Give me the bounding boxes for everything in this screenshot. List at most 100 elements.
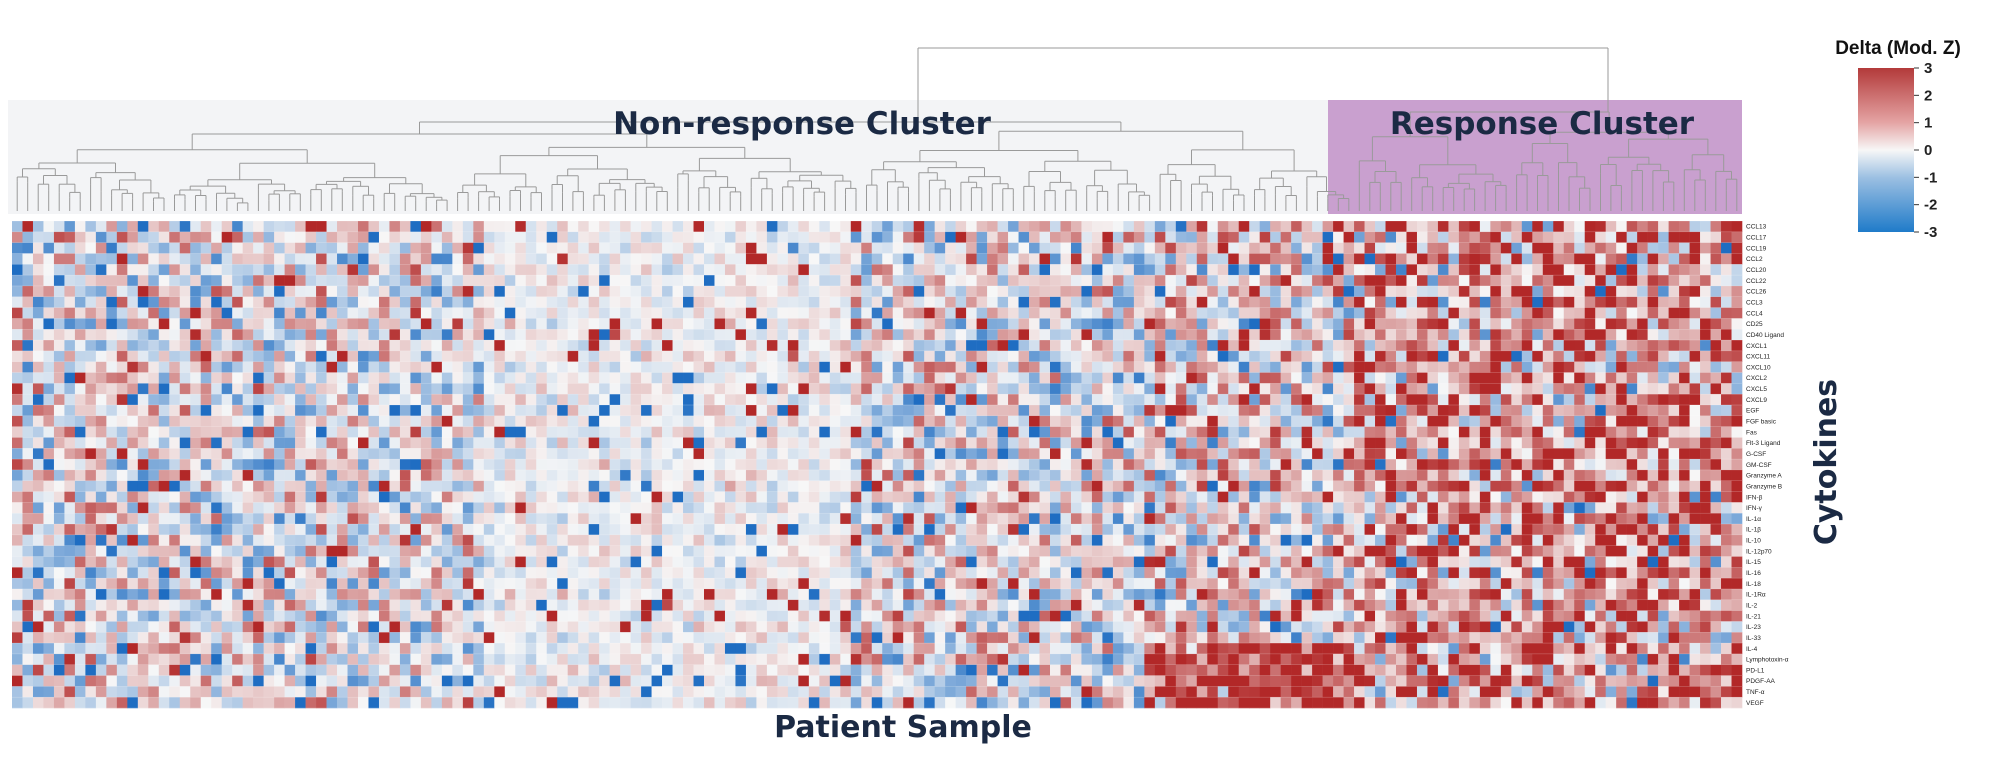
heatmap-cell xyxy=(609,253,621,265)
heatmap-cell xyxy=(43,253,55,265)
heatmap-cell xyxy=(43,350,55,362)
heatmap-cell xyxy=(32,404,44,417)
heatmap-cell xyxy=(85,285,97,298)
heatmap-cell xyxy=(74,221,86,233)
heatmap-cell xyxy=(1416,415,1428,427)
heatmap-cell xyxy=(1563,264,1575,276)
heatmap-cell xyxy=(200,404,212,417)
heatmap-cell xyxy=(452,480,464,492)
heatmap-cell xyxy=(756,285,768,298)
heatmap-cell xyxy=(211,426,222,438)
heatmap-cell xyxy=(1165,361,1177,373)
heatmap-cell xyxy=(1448,340,1460,352)
heatmap-cell xyxy=(1301,491,1313,503)
heatmap-cell xyxy=(766,285,778,298)
heatmap-cell xyxy=(630,285,642,298)
heatmap-cell xyxy=(337,491,348,503)
heatmap-cell xyxy=(578,350,589,362)
heatmap-cell xyxy=(85,415,97,427)
heatmap-cell xyxy=(1584,329,1596,341)
heatmap-cell xyxy=(95,459,107,471)
heatmap-cell xyxy=(1112,318,1124,330)
heatmap-cell xyxy=(1301,318,1313,330)
heatmap-cell xyxy=(808,383,820,395)
heatmap-cell xyxy=(913,448,925,460)
heatmap-cell xyxy=(1091,426,1103,438)
heatmap-cell xyxy=(316,415,327,427)
heatmap-cell xyxy=(1458,437,1470,449)
heatmap-cell xyxy=(1217,318,1229,330)
heatmap-cell xyxy=(903,221,914,233)
heatmap-cell xyxy=(1144,394,1156,406)
heatmap-cell xyxy=(1553,231,1565,243)
heatmap-cell xyxy=(1008,361,1019,373)
heatmap-cell xyxy=(1259,394,1271,406)
heatmap-cell xyxy=(1563,404,1575,417)
heatmap-cell xyxy=(116,340,128,352)
heatmap-cell xyxy=(316,221,327,233)
heatmap-cell xyxy=(662,318,673,330)
heatmap-cell xyxy=(641,404,652,417)
heatmap-cell xyxy=(1406,231,1418,243)
heatmap-cell xyxy=(955,361,967,373)
heatmap-cell xyxy=(997,264,1009,276)
heatmap-cell xyxy=(483,329,495,341)
heatmap-cell xyxy=(1322,350,1334,362)
heatmap-cell xyxy=(1574,318,1586,330)
heatmap-cell xyxy=(567,372,579,384)
heatmap-cell xyxy=(1165,480,1177,492)
heatmap-cell xyxy=(903,404,914,417)
heatmap-cell xyxy=(1406,426,1418,438)
heatmap-cell xyxy=(1458,350,1470,362)
heatmap-cell xyxy=(1165,383,1177,395)
heatmap-cell xyxy=(1249,383,1260,395)
heatmap-cell xyxy=(242,253,254,265)
heatmap-cell xyxy=(1081,285,1093,298)
heatmap-cell xyxy=(1469,350,1481,362)
heatmap-cell xyxy=(420,264,432,276)
heatmap-cell xyxy=(798,275,810,287)
heatmap-cell xyxy=(211,361,222,373)
heatmap-cell xyxy=(798,242,810,254)
heatmap-cell xyxy=(1375,372,1386,384)
heatmap-cell xyxy=(232,426,243,438)
heatmap-cell xyxy=(200,221,212,233)
heatmap-cell xyxy=(389,404,401,417)
heatmap-cell xyxy=(242,318,254,330)
heatmap-cell xyxy=(1679,426,1690,438)
heatmap-cell xyxy=(1553,404,1565,417)
heatmap-cell xyxy=(1364,372,1376,384)
heatmap-cell xyxy=(913,242,925,254)
heatmap-cell xyxy=(1710,394,1722,406)
heatmap-cell xyxy=(1301,394,1313,406)
heatmap-cell xyxy=(1679,491,1690,503)
heatmap-cell xyxy=(85,242,97,254)
heatmap-cell xyxy=(169,329,181,341)
heatmap-cell xyxy=(1479,221,1491,233)
heatmap-cell xyxy=(410,372,422,384)
heatmap-cell xyxy=(95,437,107,449)
heatmap-cell xyxy=(1647,372,1659,384)
heatmap-cell xyxy=(1553,275,1565,287)
heatmap-cell xyxy=(1458,480,1470,492)
heatmap-cell xyxy=(64,469,76,482)
heatmap-cell xyxy=(1469,285,1481,298)
heatmap-cell xyxy=(955,329,967,341)
heatmap-cell xyxy=(1196,318,1208,330)
heatmap-cell xyxy=(1637,350,1648,362)
heatmap-cell xyxy=(1228,415,1240,427)
heatmap-cell xyxy=(766,329,778,341)
heatmap-cell xyxy=(1500,480,1512,492)
heatmap-cell xyxy=(1091,340,1103,352)
heatmap-cell xyxy=(672,448,684,460)
heatmap-cell xyxy=(1700,318,1711,330)
heatmap-cell xyxy=(766,448,778,460)
heatmap-cell xyxy=(1710,318,1722,330)
heatmap-cell xyxy=(567,340,579,352)
heatmap-cell xyxy=(64,480,76,492)
heatmap-cell xyxy=(683,469,694,482)
heatmap-cell xyxy=(12,491,23,503)
heatmap-cell xyxy=(1270,459,1281,471)
heatmap-cell xyxy=(504,437,516,449)
heatmap-cell xyxy=(1039,372,1051,384)
